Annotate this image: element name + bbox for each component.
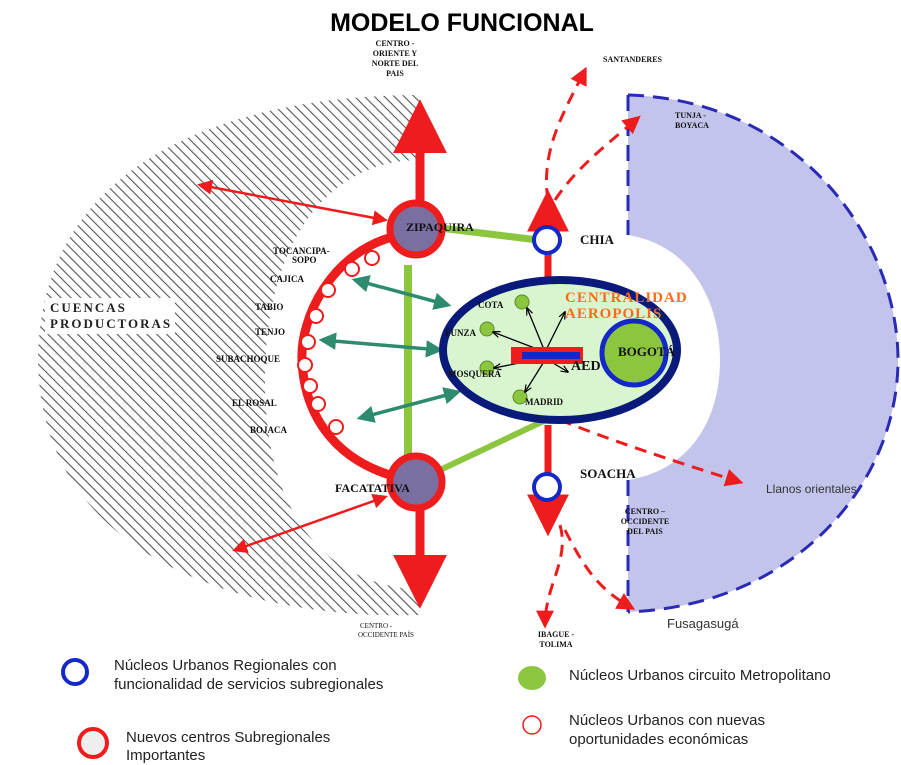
tabio-label: TABIO (255, 302, 283, 312)
teal-arrow-3 (356, 387, 462, 423)
nw-double-arrow (197, 179, 388, 226)
legend-economic-line2: oportunidades económicas (569, 731, 749, 748)
tocancipa-label-line1: TOCANCIPA- (273, 246, 330, 256)
centro-occ-line1: CENTRO – (625, 507, 666, 516)
madrid-node (512, 389, 528, 405)
legend-metro-label: Núcleos Urbanos circuito Metropolitano (569, 667, 831, 684)
bojaca-label: BOJACA (250, 425, 288, 435)
ibague-label-line1: IBAGUE - (538, 630, 575, 639)
green-link-zipa-chia (439, 224, 539, 244)
bottom-dest-line1: CENTRO - (360, 622, 393, 630)
legend-economic-line1: Núcleos Urbanos con nuevas (569, 712, 765, 729)
sw-double-arrow (232, 493, 388, 554)
hub-arrow-madrid (525, 359, 546, 392)
santanderes-label: SANTANDERES (603, 55, 663, 64)
legend-subregional-line1: Nuevos centros Subregionales (126, 729, 331, 746)
mosquera-label: MOSQUERA (448, 369, 502, 379)
airport-hub-inner (522, 352, 580, 359)
legend-subregional-line2: Importantes (126, 747, 206, 764)
cota-label: COTA (478, 300, 504, 310)
subachoque-label: SUBACHOQUE (216, 354, 280, 364)
green-link-faca-aero (438, 415, 552, 473)
dash-arrow-fusagasuga (563, 529, 636, 610)
centro-occ-line2: OCCIDENTE (621, 517, 669, 526)
centralidad-label-line2: AEROPOLIS (565, 306, 662, 322)
legend-economic-icon (522, 715, 542, 735)
tunja-label-line2: BOYACA (675, 121, 709, 130)
el-rosal-label: EL ROSAL (232, 398, 277, 408)
dash-arrow-tunja (553, 115, 641, 201)
chia-node (532, 225, 562, 255)
cajica-node (344, 261, 360, 277)
zipaquira-node (386, 199, 446, 259)
top-dest-line3: NORTE DEL (372, 59, 419, 68)
region-label-line1: CUENCAS (50, 300, 127, 315)
teal-arrow-1 (351, 275, 452, 310)
el-rosal-node (310, 396, 326, 412)
region-label-line2: PRODUCTORAS (50, 316, 172, 331)
cajica-label: CAJICA (270, 274, 305, 284)
bojaca-node (328, 419, 344, 435)
teal-arrow-2 (318, 332, 444, 358)
soacha-label: SOACHA (580, 466, 636, 481)
legend-subregional-icon (77, 727, 109, 759)
eastern-region (628, 95, 898, 612)
fusagasuga-label: Fusagasugá (667, 616, 739, 631)
hub-arrow-cota (527, 308, 546, 353)
centralidad-label-line1: CENTRALIDAD (565, 290, 688, 306)
legend-regional-icon (61, 658, 89, 686)
ibague-label-line2: TOLIMA (539, 640, 572, 649)
sopo-node (320, 282, 336, 298)
diagram-title: MODELO FUNCIONAL (330, 9, 594, 37)
tenjo-node (300, 334, 316, 350)
chia-label: CHIA (580, 232, 615, 247)
funza-label: FUNZA (445, 328, 476, 338)
facatativa-label: FACATATIVA (335, 481, 410, 495)
bogota-label: BOGOTÁ (618, 344, 676, 359)
dash-arrow-ibague (536, 524, 564, 629)
top-dest-line2: ORIENTE Y (373, 49, 418, 58)
hub-arrow-ne (544, 312, 565, 353)
madrid-label: MADRID (525, 397, 563, 407)
top-dest-line4: PAIS (386, 69, 404, 78)
tocancipa-node (364, 250, 380, 266)
dash-arrow-santanderes (545, 66, 587, 201)
bogota-node (599, 318, 669, 388)
legend-regional-line2: funcionalidad de servicios subregionales (114, 676, 384, 693)
top-dest-line1: CENTRO - (376, 39, 415, 48)
tunja-label-line1: TUNJA - (675, 111, 706, 120)
tocancipa-label-line2: SOPO (292, 255, 317, 265)
soacha-node (532, 472, 562, 502)
legend-metro-icon (518, 666, 546, 690)
cota-node (514, 294, 530, 310)
dash-arrow-llanos (559, 418, 744, 487)
zipaquira-label: ZIPAQUIRA (406, 220, 474, 234)
funza-node (479, 321, 495, 337)
subachoque-node (297, 357, 313, 373)
tabio-node (308, 308, 324, 324)
producing-basins-region (38, 95, 420, 616)
region-label-bg (45, 298, 175, 334)
aed-label: AED (571, 359, 601, 374)
llanos-label: Llanos orientales (766, 482, 857, 496)
legend-regional-line1: Núcleos Urbanos Regionales con (114, 657, 337, 674)
subachoque2-node (302, 378, 318, 394)
tenjo-label: TENJO (255, 327, 285, 337)
centro-occ-line3: DEL PAIS (627, 527, 663, 536)
bottom-dest-line2: OCCIDENTE PAÍS (358, 631, 414, 639)
eastern-region-border (626, 93, 900, 614)
facatativa-node (386, 452, 446, 512)
